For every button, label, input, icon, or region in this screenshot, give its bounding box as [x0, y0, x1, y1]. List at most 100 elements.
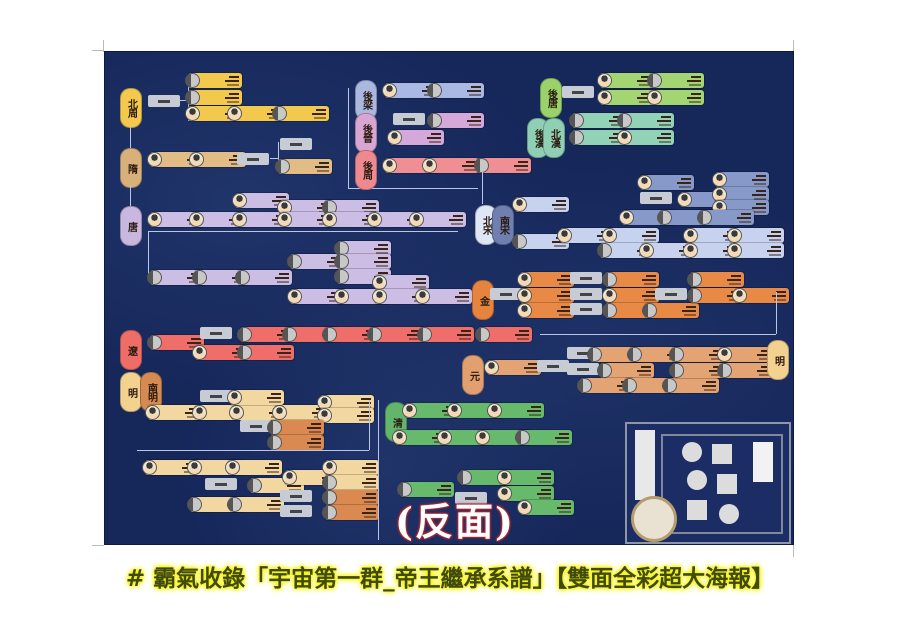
emperor-card: [569, 130, 626, 145]
portrait-icon: [587, 347, 602, 362]
connector-line: [148, 231, 149, 279]
emperor-card: [225, 460, 282, 475]
emperor-card: [602, 288, 659, 303]
portrait-icon: [367, 327, 382, 342]
info-panel: [625, 422, 791, 544]
portrait-icon: [272, 106, 287, 121]
portrait-icon: [267, 435, 282, 450]
emperor-name-text: [349, 243, 391, 255]
emperor-name-text: [702, 274, 744, 286]
portrait-icon: [229, 405, 244, 420]
emperor-name-text: [200, 92, 242, 104]
portrait-icon: [622, 378, 637, 393]
emperor-card: [415, 289, 472, 304]
emperor-card: [185, 90, 242, 105]
portrait-icon: [662, 378, 677, 393]
portrait-icon: [512, 197, 527, 212]
emperor-card: [317, 395, 374, 410]
emperor-name-text: [742, 245, 784, 257]
emperor-name-text: [747, 290, 789, 302]
portrait-icon: [475, 327, 490, 342]
crop-mark: [793, 40, 794, 52]
emperor-card: [422, 158, 479, 173]
portrait-icon: [287, 289, 302, 304]
emperor-card: [334, 254, 391, 269]
emperor-card: [417, 327, 474, 342]
emperor-card: [512, 234, 569, 249]
emperor-card: [617, 130, 674, 145]
portrait-icon: [484, 360, 499, 375]
portrait-icon: [409, 212, 424, 227]
emperor-name-text: [617, 290, 659, 302]
emperor-name-text: [437, 160, 479, 172]
emperor-card: [642, 303, 699, 318]
portrait-icon: [422, 158, 437, 173]
emperor-card: [512, 197, 569, 212]
emperor-card: [322, 327, 379, 342]
connector-box: [393, 113, 425, 125]
portrait-icon: [657, 210, 672, 225]
emperor-card: [322, 505, 379, 520]
portrait-icon: [187, 497, 202, 512]
portrait-icon: [697, 210, 712, 225]
emperor-card: [517, 303, 574, 318]
crop-mark: [793, 545, 794, 557]
portrait-icon: [515, 430, 530, 445]
emperor-name-text: [490, 329, 532, 341]
dynasty-label: 後梁: [355, 80, 377, 120]
emperor-name-text: [512, 472, 554, 484]
portrait-icon: [232, 193, 247, 208]
emperor-name-text: [727, 202, 769, 214]
connector-line: [482, 172, 483, 204]
emperor-name-text: [412, 484, 454, 496]
connector-box: [200, 390, 232, 402]
portrait-icon: [474, 158, 489, 173]
portrait-icon: [512, 234, 527, 249]
portrait-icon: [617, 130, 632, 145]
portrait-icon: [517, 303, 532, 318]
emperor-card: [402, 403, 459, 418]
portrait-icon: [617, 113, 632, 128]
portrait-icon: [717, 363, 732, 378]
portrait-icon: [275, 159, 290, 174]
portrait-icon: [717, 347, 732, 362]
emperor-card: [409, 212, 466, 227]
portrait-icon: [387, 130, 402, 145]
dynasty-label: 遼: [120, 330, 142, 370]
dynasty-label: 明: [767, 340, 789, 380]
portrait-icon: [497, 470, 512, 485]
portrait-icon: [372, 275, 387, 290]
emperor-name-text: [240, 462, 282, 474]
connector-box: [570, 303, 602, 315]
connector-line: [348, 88, 349, 188]
emperor-card: [237, 345, 294, 360]
connector-box: [237, 153, 269, 165]
portrait-icon: [437, 430, 452, 445]
emperor-name-text: [732, 349, 774, 361]
emperor-card: [602, 272, 659, 287]
portrait-icon: [237, 345, 252, 360]
connector-box: [490, 288, 522, 300]
emperor-name-text: [250, 272, 292, 284]
emperor-name-text: [662, 92, 704, 104]
portrait-icon: [392, 430, 407, 445]
square-badge-icon: [687, 500, 707, 520]
portrait-icon: [415, 289, 430, 304]
reverse-side-badge: (反面): [395, 499, 515, 544]
emperor-name-text: [532, 305, 574, 317]
connector-box: [200, 327, 232, 339]
portrait-icon: [647, 73, 662, 88]
portrait-icon: [367, 212, 382, 227]
portrait-icon: [232, 212, 247, 227]
connector-box: [640, 192, 672, 204]
emperor-card: [597, 73, 654, 88]
portrait-icon: [334, 241, 349, 256]
portrait-icon: [727, 228, 742, 243]
portrait-icon: [189, 212, 204, 227]
emperor-name-text: [332, 410, 374, 422]
portrait-icon: [334, 289, 349, 304]
connector-box: [148, 95, 180, 107]
emperor-name-text: [402, 132, 444, 144]
portrait-icon: [517, 500, 532, 515]
portrait-icon: [475, 430, 490, 445]
